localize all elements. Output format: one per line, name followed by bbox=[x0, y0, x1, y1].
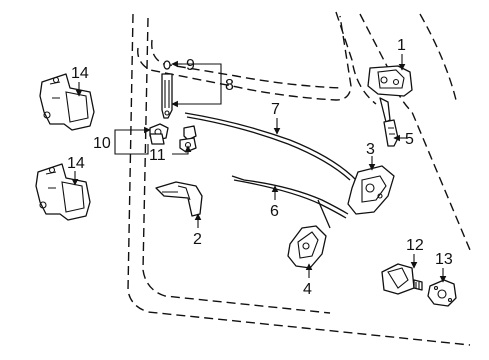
callout-8: 8 bbox=[225, 77, 234, 94]
callout-11: 11 bbox=[149, 147, 166, 164]
callout-1: 1 bbox=[397, 37, 406, 54]
callout-10: 10 bbox=[93, 135, 111, 152]
hinge-upper bbox=[39, 73, 95, 131]
leader-10-top bbox=[114, 126, 151, 142]
leader-lines bbox=[71, 54, 447, 283]
leader-11 bbox=[172, 145, 192, 155]
latch-upper bbox=[367, 65, 413, 97]
striker-plate bbox=[427, 279, 457, 307]
callout-6: 6 bbox=[270, 203, 279, 220]
callout-9: 9 bbox=[186, 57, 195, 74]
door-latch bbox=[347, 165, 395, 215]
callout-labels: 1 2 3 4 5 6 7 8 9 10 11 12 13 14 14 bbox=[67, 37, 453, 298]
clip-cluster bbox=[149, 123, 197, 153]
hinge-lower bbox=[35, 163, 91, 221]
door-outline bbox=[127, 11, 471, 346]
callout-2: 2 bbox=[193, 231, 202, 248]
rod-6 bbox=[231, 175, 349, 215]
leader-8-bottom bbox=[171, 84, 222, 108]
callout-14-upper: 14 bbox=[71, 65, 89, 82]
rod-6-inner bbox=[233, 179, 347, 219]
inside-handle bbox=[155, 181, 203, 217]
check-link bbox=[161, 60, 173, 119]
callout-5: 5 bbox=[405, 131, 414, 148]
callout-7: 7 bbox=[271, 101, 280, 118]
callout-3: 3 bbox=[366, 141, 375, 158]
lock-rod bbox=[379, 97, 399, 147]
lock-actuator bbox=[287, 225, 327, 269]
rod-7 bbox=[184, 112, 357, 181]
leader-8-top bbox=[172, 63, 222, 84]
callout-14-lower: 14 bbox=[67, 155, 85, 172]
door-striker bbox=[381, 263, 423, 295]
callout-12: 12 bbox=[406, 237, 424, 254]
rod-7-inner bbox=[186, 116, 351, 181]
callout-4: 4 bbox=[303, 281, 312, 298]
callout-13: 13 bbox=[435, 251, 453, 268]
rod-4-link bbox=[317, 199, 331, 229]
leader-10-bottom bbox=[114, 142, 149, 155]
